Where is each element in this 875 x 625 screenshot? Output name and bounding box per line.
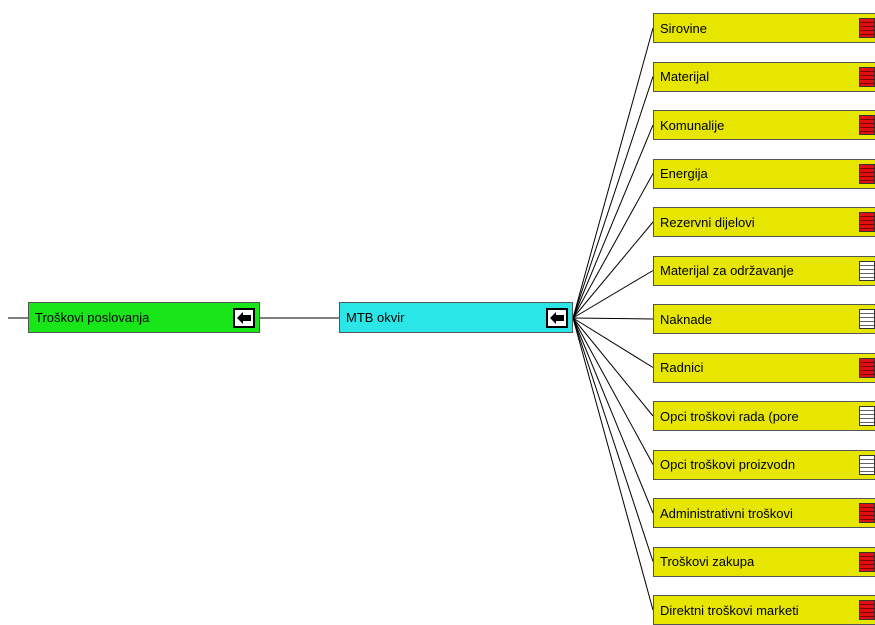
- leaf-node[interactable]: Materijal za održavanje: [653, 255, 875, 286]
- spreadsheet-red-icon[interactable]: [859, 551, 875, 572]
- connector-line: [572, 317, 654, 562]
- leaf-node-label: Energija: [660, 166, 708, 181]
- spreadsheet-red-icon[interactable]: [859, 357, 875, 378]
- spreadsheet-red-icon[interactable]: [859, 66, 875, 87]
- root-node-label: Troškovi poslovanja: [35, 310, 150, 325]
- leaf-node[interactable]: Materijal: [653, 61, 875, 92]
- leaf-node-label: Komunalije: [660, 117, 725, 133]
- leaf-node-label: Opci troškovi rada (pore: [660, 408, 799, 424]
- connector-line: [572, 317, 654, 514]
- leaf-node[interactable]: Sirovine: [653, 13, 875, 43]
- leaf-node[interactable]: Komunalije: [653, 110, 875, 140]
- spreadsheet-red-icon[interactable]: [859, 163, 875, 184]
- spreadsheet-red-icon[interactable]: [859, 115, 875, 135]
- connector-line: [572, 270, 654, 319]
- leaf-node-label: Administrativni troškovi: [660, 505, 793, 521]
- connector-line: [572, 317, 654, 417]
- leaf-node-label: Naknade: [660, 311, 713, 327]
- spreadsheet-red-icon[interactable]: [859, 212, 875, 232]
- leaf-node[interactable]: Rezervni dijelovi: [653, 207, 875, 237]
- arrow-left-icon[interactable]: [546, 307, 568, 328]
- leaf-node-label: Opci troškovi proizvodn: [660, 457, 796, 472]
- leaf-node[interactable]: Direktni troškovi marketi: [653, 595, 875, 625]
- leaf-node[interactable]: Administrativni troškovi: [653, 498, 875, 528]
- connector-line: [572, 124, 654, 319]
- connector-line: [572, 317, 654, 611]
- root-node[interactable]: Troškovi poslovanja: [28, 302, 260, 333]
- leaf-node-label: Rezervni dijelovi: [660, 214, 755, 230]
- spreadsheet-white-icon[interactable]: [859, 406, 875, 426]
- leaf-node-label: Materijal za održavanje: [660, 263, 794, 278]
- connector-line: [572, 76, 654, 319]
- spreadsheet-white-icon[interactable]: [859, 454, 875, 475]
- mid-node[interactable]: MTB okvir: [339, 302, 573, 333]
- connector-line: [572, 317, 654, 320]
- leaf-node[interactable]: Energija: [653, 158, 875, 189]
- spreadsheet-white-icon[interactable]: [859, 260, 875, 281]
- connector-line: [572, 173, 654, 319]
- leaf-node[interactable]: Naknade: [653, 304, 875, 334]
- leaf-node[interactable]: Radnici: [653, 352, 875, 383]
- leaf-node[interactable]: Troškovi zakupa: [653, 546, 875, 577]
- leaf-node-label: Materijal: [660, 69, 710, 84]
- leaf-node[interactable]: Opci troškovi rada (pore: [653, 401, 875, 431]
- spreadsheet-red-icon[interactable]: [859, 600, 875, 620]
- connector-line: [572, 317, 654, 465]
- connector-line: [572, 317, 654, 368]
- spreadsheet-red-icon[interactable]: [859, 503, 875, 523]
- leaf-node-label: Sirovine: [660, 20, 707, 36]
- arrow-left-icon[interactable]: [233, 307, 255, 328]
- leaf-node-label: Radnici: [660, 360, 704, 375]
- leaf-node-label: Direktni troškovi marketi: [660, 602, 799, 618]
- connector-line: [572, 221, 654, 319]
- mid-node-label: MTB okvir: [346, 310, 405, 325]
- connector-line: [572, 27, 654, 319]
- leaf-node-label: Troškovi zakupa: [660, 554, 755, 569]
- leaf-node[interactable]: Opci troškovi proizvodn: [653, 449, 875, 480]
- spreadsheet-white-icon[interactable]: [859, 309, 875, 329]
- spreadsheet-red-icon[interactable]: [859, 18, 875, 38]
